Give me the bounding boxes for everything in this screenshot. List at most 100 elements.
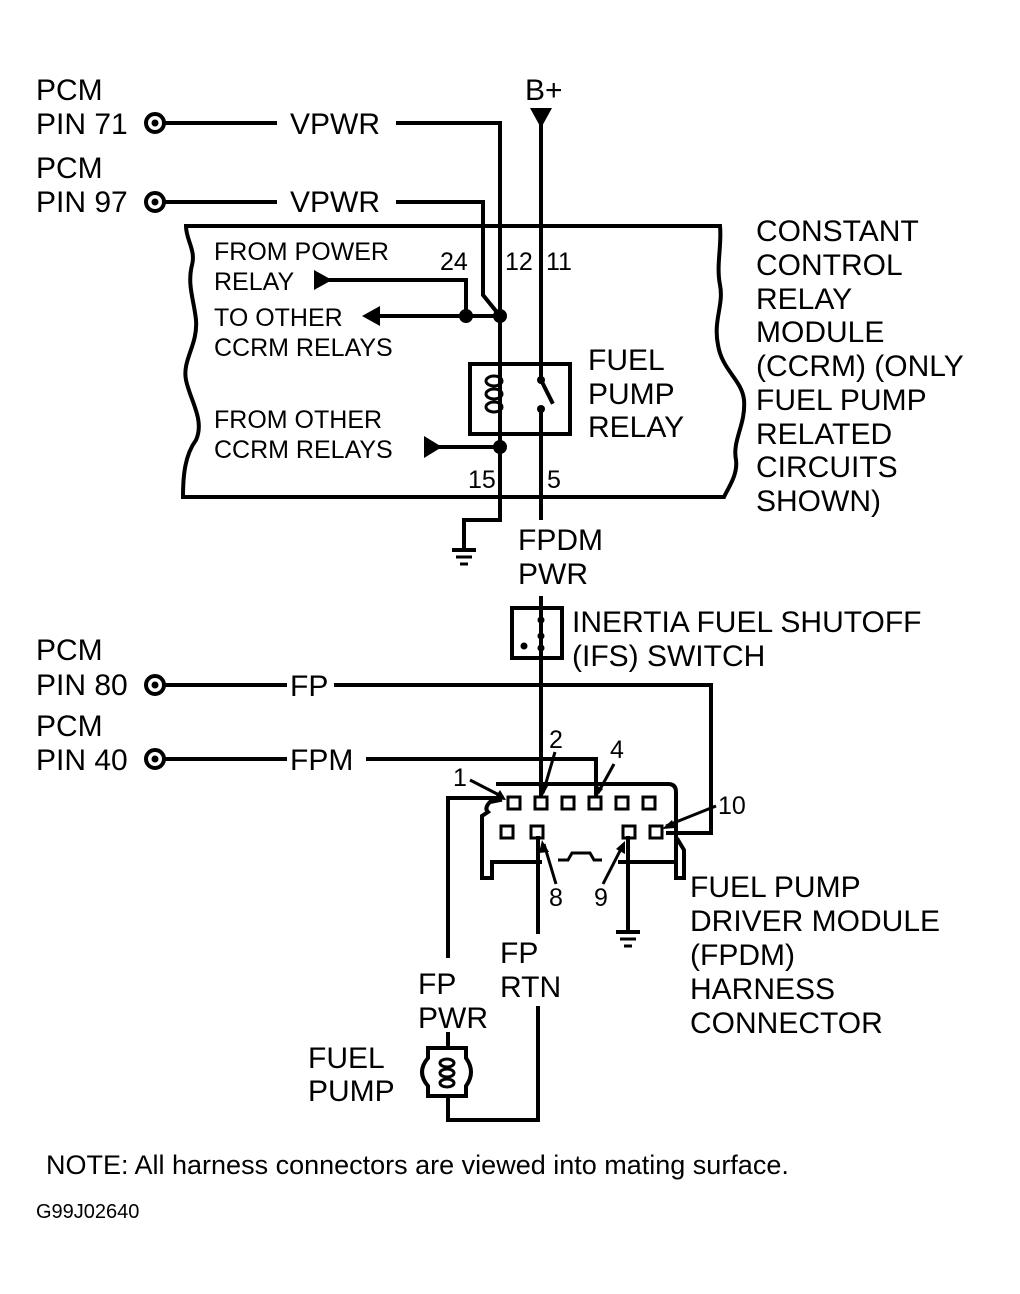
- circuit-label: VPWR: [290, 186, 380, 219]
- relay-label-line: FUEL: [588, 344, 665, 377]
- fpdm-pwr-label: FPDM: [518, 524, 603, 557]
- connector-latch: [558, 851, 602, 862]
- title-line: (CCRM) (ONLY: [756, 350, 964, 383]
- vpwr-wire-71: [396, 121, 502, 472]
- pin-label: PIN 80: [36, 669, 128, 702]
- pin-label: PIN 71: [36, 108, 128, 141]
- pin-label: PIN 40: [36, 744, 128, 777]
- ground-icon: [616, 930, 640, 948]
- fp-rtn-label: FP: [500, 937, 538, 970]
- pin-1-label: 1: [453, 764, 467, 792]
- title-line: CONSTANT: [756, 215, 919, 248]
- fuel-pump-label: PUMP: [308, 1075, 395, 1108]
- pcm-pin-71-input: PCM PIN 71 VPWR: [36, 74, 502, 472]
- title-line: FUEL PUMP: [756, 384, 927, 417]
- connector-cavities-top: [506, 795, 657, 811]
- title-line: RELATED: [756, 418, 892, 451]
- fp-pwr-wire: [446, 796, 500, 958]
- fuel-pump-motor-icon: [420, 1046, 473, 1098]
- pcm-label: PCM: [36, 710, 103, 743]
- pcm-label: PCM: [36, 634, 103, 667]
- pin-15-label: 15: [468, 466, 496, 494]
- title-line: CIRCUITS: [756, 451, 898, 484]
- label-line: RELAY: [214, 268, 294, 296]
- from-power-relay: FROM POWER RELAY: [214, 238, 468, 318]
- fp-rtn-wire-lower: [446, 1006, 540, 1122]
- ccrm-title: CONSTANT CONTROL RELAY MODULE (CCRM) (ON…: [756, 215, 964, 518]
- fpm-wire-to-pin4: [366, 757, 598, 797]
- relay-label-line: PUMP: [588, 378, 675, 411]
- circuit-label: VPWR: [290, 108, 380, 141]
- title-line: CONTROL: [756, 249, 903, 282]
- fuel-pump: FUEL PUMP: [308, 1032, 473, 1108]
- connector-housing: [480, 782, 686, 880]
- splice-icon: [459, 309, 473, 323]
- vpwr-wire-97: [396, 200, 503, 319]
- pin-12-label: 12: [505, 248, 533, 276]
- pin-8-label: 8: [549, 884, 563, 912]
- pin-2-label: 2: [549, 726, 563, 754]
- label-line: TO OTHER: [214, 304, 343, 332]
- connector-title-line: FUEL PUMP: [690, 871, 861, 904]
- label-line: CCRM RELAYS: [214, 436, 393, 464]
- arrow-right-icon: [424, 436, 442, 458]
- terminal-icon: [144, 112, 166, 134]
- pin-5-label: 5: [547, 466, 561, 494]
- pcm-pin-40-input: PCM PIN 40 FPM: [36, 710, 598, 797]
- relay-label-line: RELAY: [588, 411, 684, 444]
- pcm-pin-80-input: PCM PIN 80 FP: [36, 634, 713, 835]
- ifs-label-line: (IFS) SWITCH: [572, 640, 765, 673]
- fp-wire-to-pin10: [334, 683, 713, 835]
- label-line: FROM POWER: [214, 238, 389, 266]
- ground-wire-pin15: [462, 445, 502, 550]
- fp-pwr-label: FP: [418, 968, 456, 1001]
- circuit-label: FPM: [290, 744, 353, 777]
- note-text: NOTE: All harness connectors are viewed …: [46, 1150, 789, 1180]
- title-line: MODULE: [756, 316, 884, 349]
- fpdm-pwr-label: PWR: [518, 558, 588, 591]
- pcm-pin-97-input: PCM PIN 97 VPWR: [36, 152, 503, 319]
- fpdm-harness-connector: 1 2 4 10 8 9 FUEL PUMP DRIVER MODULE (FP…: [453, 726, 940, 1040]
- relay-coil-icon: [484, 374, 504, 414]
- pin-label: PIN 97: [36, 186, 128, 219]
- battery-label: B+: [525, 74, 563, 107]
- terminal-icon: [144, 674, 166, 696]
- pointer-arrow: [601, 844, 625, 885]
- title-line: RELAY: [756, 283, 852, 316]
- fp-rtn-label: RTN: [500, 971, 561, 1004]
- ifs-label-line: INERTIA FUEL SHUTOFF: [572, 606, 922, 639]
- connector-title-line: DRIVER MODULE: [690, 905, 940, 938]
- fuel-pump-relay: FUEL PUMP RELAY: [468, 344, 684, 444]
- pin-9-label: 9: [594, 884, 608, 912]
- battery-positive: B+: [525, 74, 563, 382]
- label-line: FROM OTHER: [214, 406, 382, 434]
- figure-code: G99J02640: [36, 1201, 139, 1223]
- circuit-label: FP: [290, 670, 328, 703]
- pin-11-label: 11: [546, 248, 572, 276]
- pin-24-label: 24: [440, 248, 468, 276]
- connector-title-line: HARNESS: [690, 973, 835, 1006]
- arrow-left-icon: [362, 306, 380, 326]
- pin-10-label: 10: [718, 792, 746, 820]
- ground-icon: [452, 548, 476, 566]
- arrow-right-icon: [314, 270, 332, 290]
- terminal-icon: [144, 748, 166, 770]
- connector-cavities-bottom: [499, 824, 664, 840]
- pcm-label: PCM: [36, 152, 103, 185]
- splice-icon: [493, 309, 507, 323]
- ccrm-module-outline: [180, 224, 747, 499]
- to-other-ccrm-relays: TO OTHER CCRM RELAYS: [214, 304, 507, 362]
- pointer-arrow: [665, 804, 717, 828]
- pin-4-label: 4: [610, 736, 624, 764]
- relay-housing: [468, 362, 572, 436]
- connector-title-line: (FPDM): [690, 939, 795, 972]
- from-other-ccrm-relays: FROM OTHER CCRM RELAYS: [214, 406, 507, 464]
- fuel-pump-label: FUEL: [308, 1042, 385, 1075]
- label-line: CCRM RELAYS: [214, 334, 393, 362]
- connector-title-line: CONNECTOR: [690, 1007, 883, 1040]
- inertia-fuel-shutoff-switch: INERTIA FUEL SHUTOFF (IFS) SWITCH: [510, 596, 922, 797]
- ifs-switch-housing: [510, 606, 564, 660]
- pcm-label: PCM: [36, 74, 103, 107]
- terminal-icon: [144, 191, 166, 213]
